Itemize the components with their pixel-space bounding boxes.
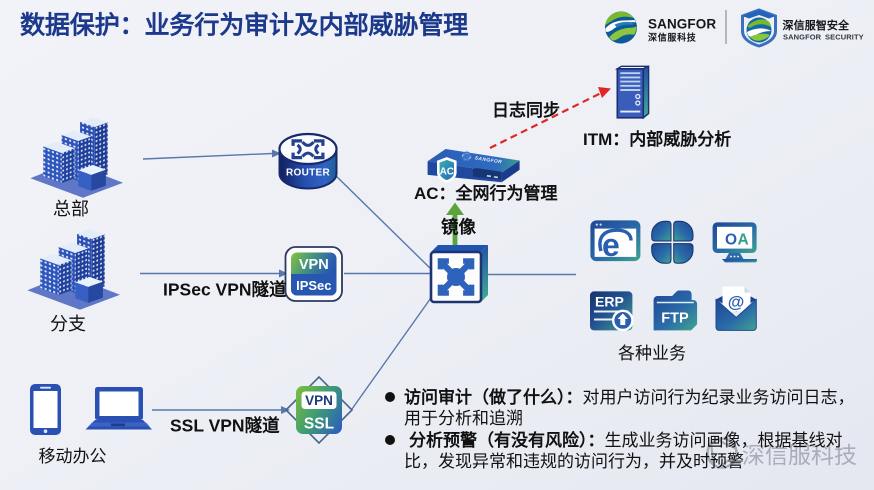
svg-text:SANGFOR: SANGFOR <box>474 155 502 165</box>
svg-text:AC: AC <box>440 167 454 178</box>
svg-text:ROUTER: ROUTER <box>286 168 330 179</box>
svg-text:访问审计（做了什么）：对用户访问行为纪录业务访问日志，: 访问审计（做了什么）：对用户访问行为纪录业务访问日志， <box>404 387 855 407</box>
svg-text:IPSec VPN隧道: IPSec VPN隧道 <box>163 280 287 300</box>
svg-text:O: O <box>725 232 737 249</box>
svg-text:SSL: SSL <box>304 416 334 433</box>
svg-text:深信服科技: 深信服科技 <box>742 442 857 468</box>
svg-text:深信服智安全: 深信服智安全 <box>783 18 850 32</box>
svg-text:SANGFOR: SANGFOR <box>648 17 716 32</box>
svg-text:IPSec: IPSec <box>296 278 331 293</box>
svg-text:数据保护：业务行为审计及内部威胁管理: 数据保护：业务行为审计及内部威胁管理 <box>20 11 468 40</box>
svg-text:各种业务: 各种业务 <box>618 344 686 363</box>
svg-text:比，发现异常和违规的访问行为，并及时预警: 比，发现异常和违规的访问行为，并及时预警 <box>404 452 744 471</box>
svg-text:VPN: VPN <box>299 257 329 273</box>
svg-text:ERP: ERP <box>595 294 624 310</box>
svg-text:SSL VPN隧道: SSL VPN隧道 <box>170 416 280 436</box>
svg-text:深信服科技: 深信服科技 <box>648 32 697 43</box>
svg-text:SANGFOR SECURITY: SANGFOR SECURITY <box>783 33 864 42</box>
svg-text:分支: 分支 <box>50 314 86 334</box>
svg-text:VPN: VPN <box>305 393 333 408</box>
svg-text:镜像: 镜像 <box>441 217 476 237</box>
svg-text:日志同步: 日志同步 <box>492 100 560 120</box>
svg-text:总部: 总部 <box>53 199 89 219</box>
svg-text:FTP: FTP <box>661 311 689 327</box>
svg-text:e: e <box>602 227 620 263</box>
svg-text:ITM：内部威胁分析: ITM：内部威胁分析 <box>583 129 731 149</box>
svg-text:用于分析和追溯: 用于分析和追溯 <box>404 409 523 428</box>
svg-text:分析预警（有没有风险）：生成业务访问画像，根据基线对: 分析预警（有没有风险）：生成业务访问画像，根据基线对 <box>409 430 843 450</box>
svg-text:@: @ <box>728 293 745 312</box>
svg-text:AC：全网行为管理: AC：全网行为管理 <box>414 183 558 203</box>
svg-text:移动办公: 移动办公 <box>39 447 107 466</box>
svg-text:A: A <box>738 232 749 249</box>
